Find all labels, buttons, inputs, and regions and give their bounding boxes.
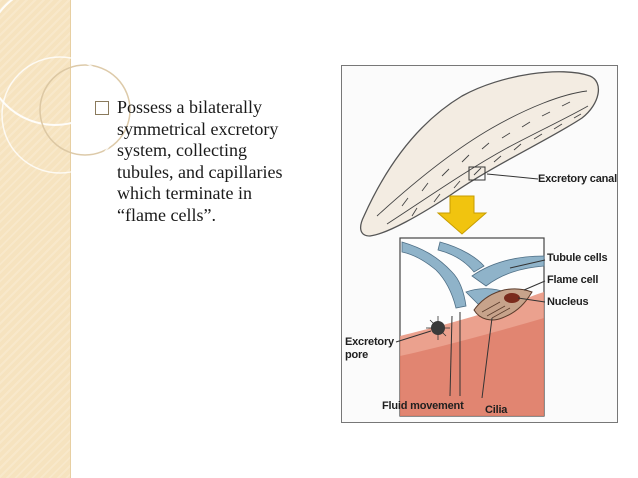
- label-excretory-pore: Excretory pore: [345, 336, 394, 361]
- excretory-pore: [431, 321, 445, 335]
- label-pointers: [395, 259, 546, 399]
- bullet-text: Possess a bilaterally symmetrical excret…: [117, 97, 283, 225]
- canal-pointer-line: [486, 173, 539, 180]
- magnify-arrow: [436, 195, 488, 235]
- pore-rays: [426, 316, 450, 340]
- label-excretory-canal: Excretory canal: [538, 173, 617, 185]
- excretory-network: [376, 90, 589, 225]
- cilia-tuft: [481, 301, 511, 319]
- bullet-icon: [95, 101, 109, 115]
- label-nucleus: Nucleus: [547, 296, 589, 308]
- decorative-side-band: [0, 0, 71, 478]
- decorative-arcs: [0, 0, 131, 174]
- label-fluid-movement: Fluid movement: [382, 400, 464, 412]
- label-cilia: Cilia: [485, 404, 508, 416]
- nucleus: [504, 293, 520, 303]
- diagram-illustration: [359, 71, 600, 417]
- flatworm-body: [359, 71, 600, 237]
- tissue-shadow: [400, 318, 544, 416]
- label-flame-cell: Flame cell: [547, 274, 599, 286]
- flame-cell-diagram: Excretory canal Tubule cells Flame cell …: [341, 65, 618, 423]
- zoom-box: [468, 166, 486, 181]
- label-tubule-cells: Tubule cells: [547, 252, 608, 264]
- bullet-point: Possess a bilaterally symmetrical excret…: [95, 97, 325, 226]
